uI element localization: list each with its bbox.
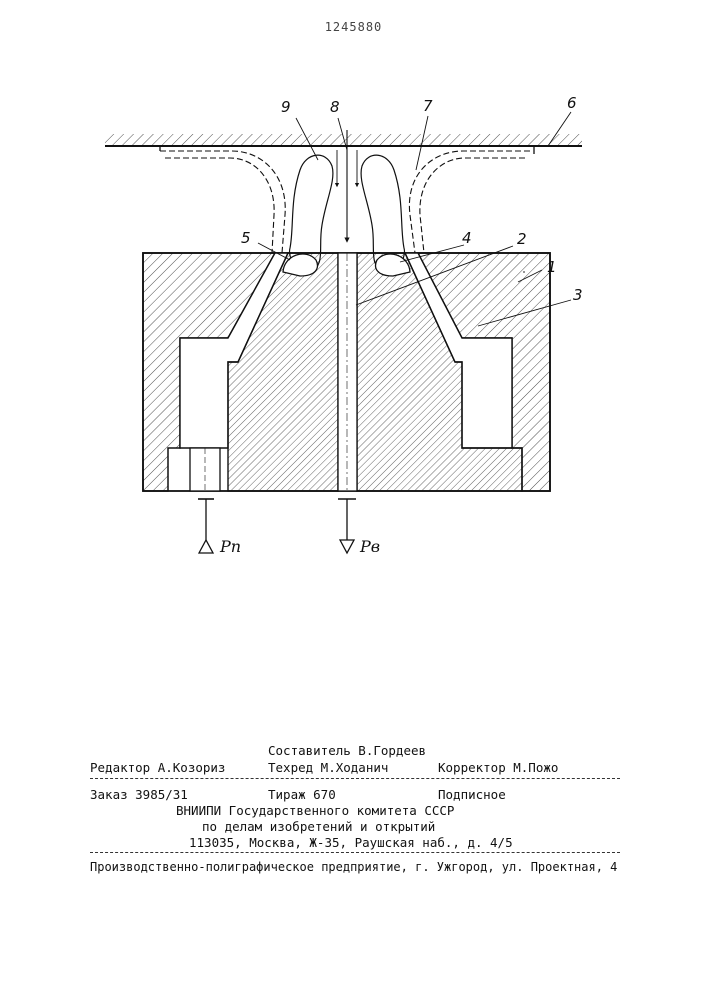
label-8: 8 (330, 98, 340, 116)
label-p-vacuum: Pв (359, 537, 380, 556)
institute-line-1: ВНИИПИ Государственного комитета СССР (176, 803, 454, 818)
printer: Производственно-полиграфическое предприя… (90, 860, 617, 874)
technical-drawing: 9 8 7 6 5 4 2 1 3 Pп Pв (0, 0, 707, 600)
supply-pressure-symbol (198, 499, 214, 553)
circulation: Тираж 670 (268, 787, 336, 802)
vacuum-pressure-symbol (338, 499, 356, 553)
label-p-supply: Pп (219, 537, 241, 556)
label-2: 2 (517, 230, 527, 248)
flow-lines (160, 151, 530, 253)
order: Заказ 3985/31 (90, 787, 188, 802)
label-9: 9 (281, 98, 291, 116)
divider-2 (90, 852, 620, 853)
institute-line-2: по делам изобретений и открытий (202, 819, 435, 834)
label-1: 1 (547, 258, 557, 276)
compiler: Составитель В.Гордеев (268, 743, 426, 758)
techred: Техред М.Ходанич (268, 760, 388, 775)
divider-1 (90, 778, 620, 779)
address: 113035, Москва, Ж-35, Раушская наб., д. … (189, 835, 513, 850)
label-6: 6 (567, 94, 577, 112)
label-7: 7 (423, 97, 433, 115)
editor: Редактор А.Козориз (90, 760, 225, 775)
corrector: Корректор М.Пожо (438, 760, 558, 775)
label-5: 5 (241, 229, 251, 247)
inlet-port (190, 448, 220, 491)
label-4: 4 (462, 229, 472, 247)
label-3: 3 (573, 286, 583, 304)
subscription: Подписное (438, 787, 506, 802)
